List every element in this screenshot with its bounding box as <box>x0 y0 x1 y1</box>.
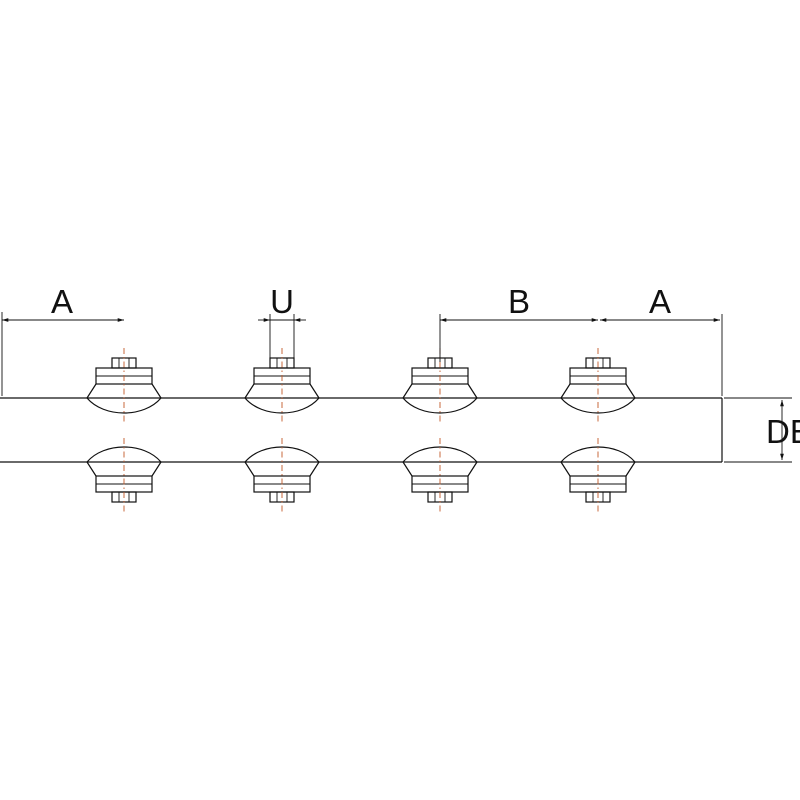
outlet-collar <box>402 383 478 399</box>
outlet-bottom <box>86 438 162 512</box>
outlet-body-curve <box>86 397 162 414</box>
dimension-de: DE <box>724 397 800 463</box>
outlet-collar <box>244 461 320 477</box>
outlet-collar <box>560 461 636 477</box>
outlet-collar <box>560 383 636 399</box>
outlet-bottom <box>402 438 478 512</box>
outlet-body-curve <box>244 397 320 414</box>
outlet-body-curve <box>402 397 478 414</box>
dimension-label-a-right: A <box>649 283 671 320</box>
outlet-top <box>560 348 636 422</box>
outlet-top <box>86 348 162 422</box>
outlet-bottom <box>244 438 320 512</box>
outlet-top <box>244 348 320 422</box>
manifold-body <box>0 397 723 463</box>
dimension-a-left: A <box>1 283 124 396</box>
dimension-label-b: B <box>508 283 530 320</box>
outlet-group <box>86 348 636 512</box>
dimension-b: B <box>439 283 598 362</box>
outlet-body-curve <box>560 397 636 414</box>
outlet-top <box>402 348 478 422</box>
outlet-collar <box>244 383 320 399</box>
outlet-collar <box>402 461 478 477</box>
outlet-collar <box>86 461 162 477</box>
dimension-u: U <box>258 283 306 362</box>
outlet-collar <box>86 383 162 399</box>
outlet-bottom <box>560 438 636 512</box>
dimension-label-u: U <box>270 283 294 320</box>
dimension-label-a-left: A <box>51 283 73 320</box>
dimension-a-right: A <box>600 283 723 396</box>
dimension-label-de: DE <box>766 413 800 450</box>
